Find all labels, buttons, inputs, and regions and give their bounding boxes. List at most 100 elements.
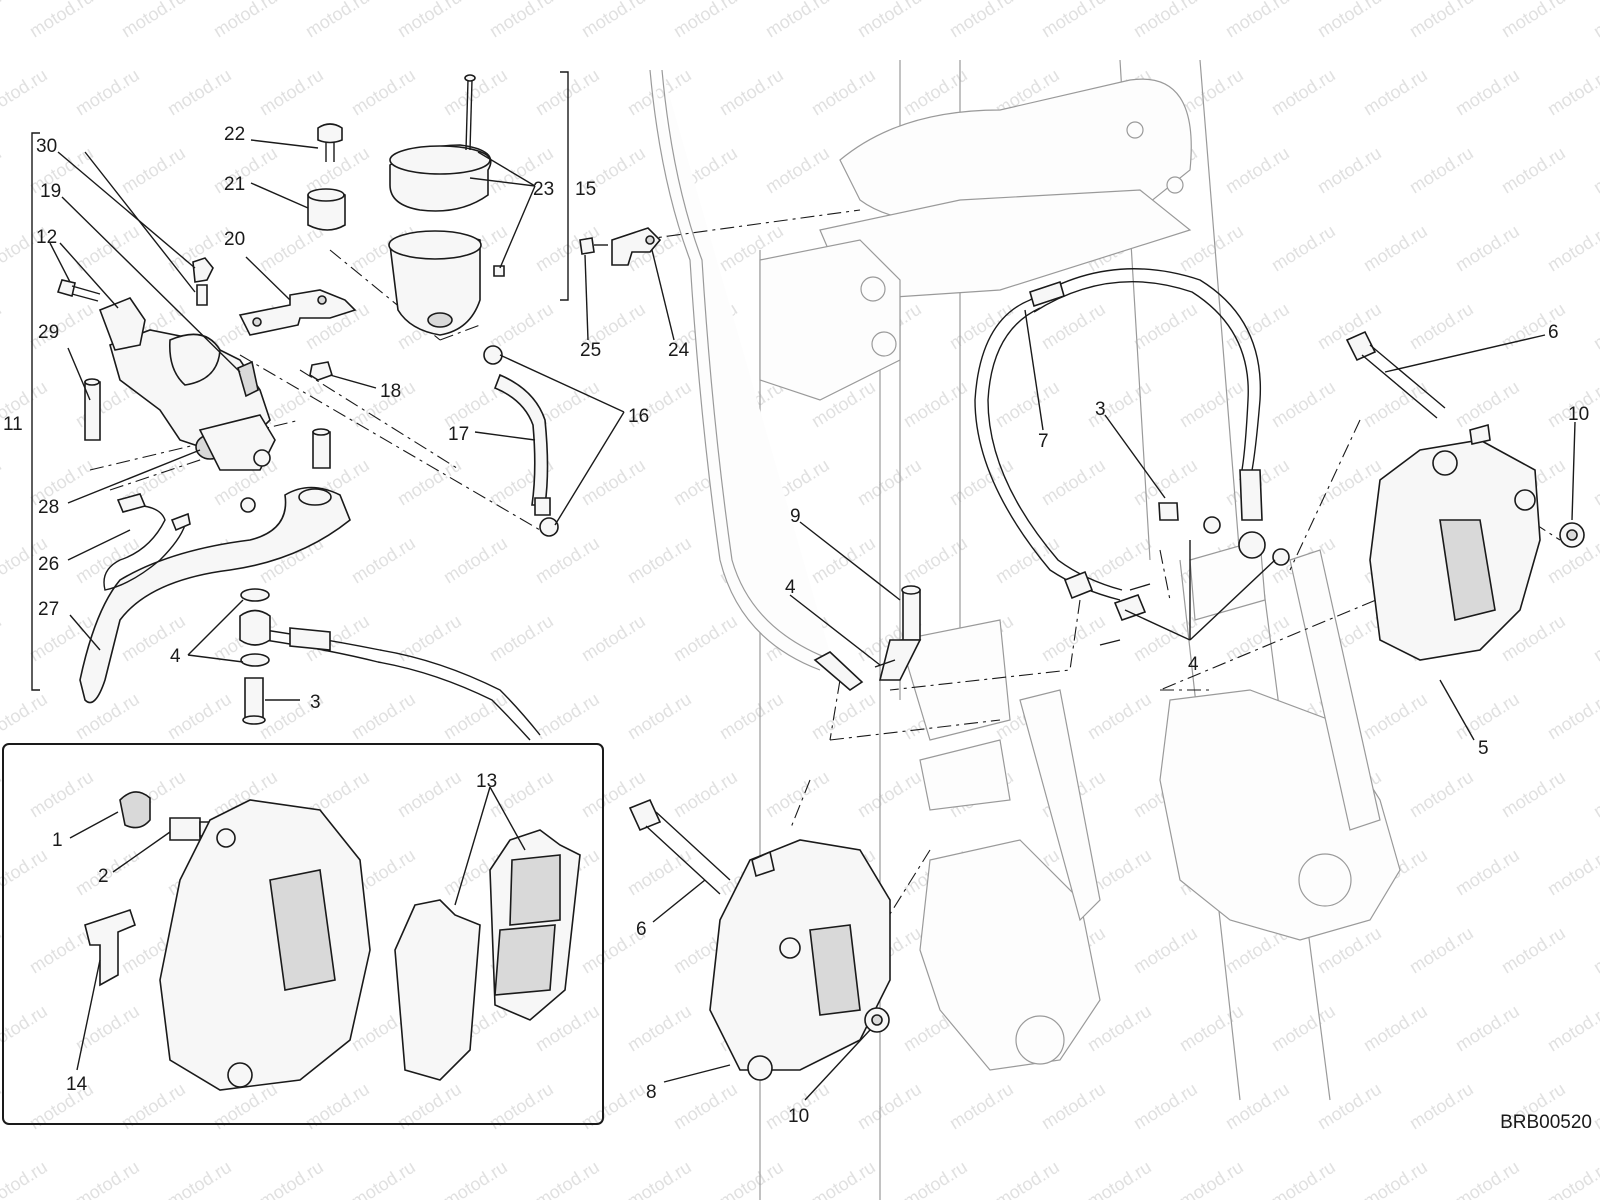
watermark-text: motod.ru bbox=[1544, 65, 1600, 120]
watermark-text: motod.ru bbox=[716, 65, 787, 120]
watermark-text: motod.ru bbox=[0, 689, 51, 744]
watermark-text: motod.ru bbox=[1268, 221, 1339, 276]
watermark-text: motod.ru bbox=[1084, 1157, 1155, 1200]
watermark-text: motod.ru bbox=[1268, 65, 1339, 120]
leader-lines bbox=[49, 139, 1576, 1101]
watermark-text: motod.ru bbox=[210, 0, 281, 41]
watermark-text: motod.ru bbox=[762, 767, 833, 822]
watermark-text: motod.ru bbox=[1406, 767, 1477, 822]
caliper-detail-inset bbox=[2, 743, 604, 1125]
caliper-brake-hose bbox=[813, 268, 1290, 692]
watermark-text: motod.ru bbox=[624, 1001, 695, 1056]
watermark-text: motod.ru bbox=[762, 0, 833, 41]
watermark-text: motod.ru bbox=[348, 1157, 419, 1200]
watermark-text: motod.ru bbox=[26, 299, 97, 354]
callout-4-right: 4 bbox=[1188, 654, 1199, 675]
watermark-text: motod.ru bbox=[670, 767, 741, 822]
watermark-text: motod.ru bbox=[808, 1157, 879, 1200]
watermark-text: motod.ru bbox=[440, 1157, 511, 1200]
watermark-text: motod.ru bbox=[1222, 611, 1293, 666]
watermark-text: motod.ru bbox=[394, 767, 465, 822]
watermark-text: motod.ru bbox=[1038, 0, 1109, 41]
watermark-text: motod.ru bbox=[716, 1157, 787, 1200]
watermark-text: motod.ru bbox=[210, 143, 281, 198]
callout-13: 13 bbox=[476, 771, 497, 792]
watermark-text: motod.ru bbox=[1498, 0, 1569, 41]
watermark-text: motod.ru bbox=[1360, 1001, 1431, 1056]
watermark-text: motod.ru bbox=[1406, 1079, 1477, 1134]
watermark-text: motod.ru bbox=[854, 455, 925, 510]
watermark-text: motod.ru bbox=[118, 0, 189, 41]
watermark-text: motod.ru bbox=[348, 65, 419, 120]
watermark-text: motod.ru bbox=[164, 65, 235, 120]
watermark-text: motod.ru bbox=[992, 377, 1063, 432]
watermark-text: motod.ru bbox=[716, 689, 787, 744]
watermark-text: motod.ru bbox=[854, 1079, 925, 1134]
watermark-text: motod.ru bbox=[1268, 377, 1339, 432]
watermark-text: motod.ru bbox=[1452, 377, 1523, 432]
watermark-text: motod.ru bbox=[1314, 143, 1385, 198]
watermark-text: motod.ru bbox=[578, 1079, 649, 1134]
watermark-text: motod.ru bbox=[670, 1079, 741, 1134]
callout-25: 25 bbox=[580, 340, 601, 361]
callout-10-right: 10 bbox=[1568, 404, 1589, 425]
callout-7: 7 bbox=[1038, 431, 1049, 452]
watermark-text: motod.ru bbox=[1452, 221, 1523, 276]
watermark-text: motod.ru bbox=[486, 299, 557, 354]
callout-8: 8 bbox=[646, 1082, 657, 1103]
watermark-text: motod.ru bbox=[946, 0, 1017, 41]
brake-fluid-reservoir bbox=[238, 74, 559, 537]
watermark-text: motod.ru bbox=[1590, 299, 1600, 354]
watermark-text: motod.ru bbox=[1130, 299, 1201, 354]
callout-11: 11 bbox=[3, 414, 23, 435]
watermark-text: motod.ru bbox=[1176, 1157, 1247, 1200]
callout-10-left: 10 bbox=[788, 1106, 809, 1127]
callout-20: 20 bbox=[224, 229, 245, 250]
watermark-text: motod.ru bbox=[0, 143, 5, 198]
watermark-text: motod.ru bbox=[670, 0, 741, 41]
watermark-text: motod.ru bbox=[1406, 143, 1477, 198]
watermark-text: motod.ru bbox=[0, 299, 5, 354]
watermark-text: motod.ru bbox=[394, 455, 465, 510]
watermark-text: motod.ru bbox=[348, 689, 419, 744]
watermark-text: motod.ru bbox=[624, 845, 695, 900]
watermark-text: motod.ru bbox=[1038, 299, 1109, 354]
watermark-text: motod.ru bbox=[0, 845, 51, 900]
watermark-text: motod.ru bbox=[1314, 0, 1385, 41]
watermark-text: motod.ru bbox=[1590, 455, 1600, 510]
watermark-text: motod.ru bbox=[0, 65, 51, 120]
callout-29: 29 bbox=[38, 322, 59, 343]
watermark-text: motod.ru bbox=[394, 611, 465, 666]
front-fork-assembly bbox=[649, 59, 1401, 1200]
callout-5: 5 bbox=[1478, 738, 1489, 759]
watermark-text: motod.ru bbox=[1130, 1079, 1201, 1134]
hose-clamp-and-lines bbox=[239, 227, 662, 741]
watermark-text: motod.ru bbox=[0, 1157, 51, 1200]
callout-24: 24 bbox=[668, 340, 690, 361]
front-brake-master-cylinder bbox=[56, 257, 351, 704]
watermark-text: motod.ru bbox=[532, 689, 603, 744]
watermark-text: motod.ru bbox=[1498, 143, 1569, 198]
callout-9: 9 bbox=[790, 506, 801, 527]
watermark-text: motod.ru bbox=[1590, 611, 1600, 666]
watermark-text: motod.ru bbox=[624, 689, 695, 744]
watermark-text: motod.ru bbox=[348, 533, 419, 588]
callout-14: 14 bbox=[66, 1074, 88, 1095]
callout-23: 23 bbox=[533, 179, 554, 200]
watermark-text: motod.ru bbox=[0, 0, 5, 41]
watermark-text: motod.ru bbox=[1176, 377, 1247, 432]
callout-22: 22 bbox=[224, 124, 245, 145]
watermark-text: motod.ru bbox=[1222, 143, 1293, 198]
watermark-text: motod.ru bbox=[1360, 689, 1431, 744]
watermark-text: motod.ru bbox=[1314, 1079, 1385, 1134]
watermark-text: motod.ru bbox=[1360, 221, 1431, 276]
watermark-text: motod.ru bbox=[0, 455, 5, 510]
watermark-text: motod.ru bbox=[72, 1157, 143, 1200]
watermark-text: motod.ru bbox=[1452, 689, 1523, 744]
callout-17: 17 bbox=[448, 424, 469, 445]
drawing-code: BRB00520 bbox=[1500, 1112, 1592, 1133]
watermark-text: motod.ru bbox=[1590, 143, 1600, 198]
watermark-text: motod.ru bbox=[1452, 845, 1523, 900]
watermark-text: motod.ru bbox=[532, 1157, 603, 1200]
